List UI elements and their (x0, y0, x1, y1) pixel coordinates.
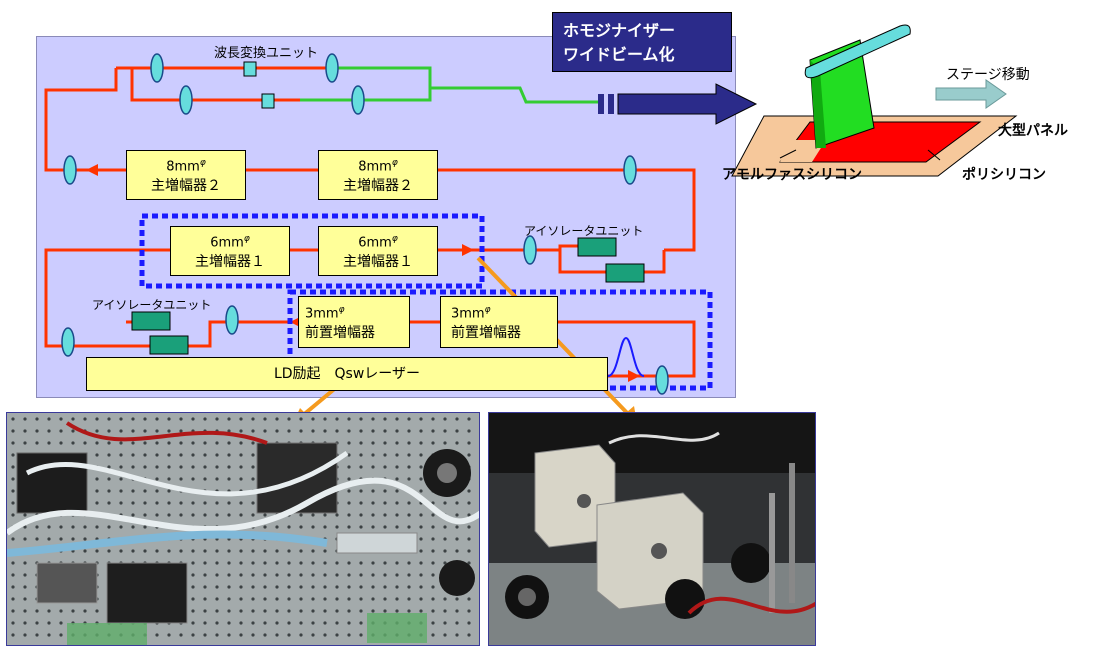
homogenizer-line1: ホモジナイザー (563, 19, 721, 43)
amp-size: 3mm (305, 307, 339, 322)
amp-name: 前置増幅器 (451, 324, 521, 343)
panel-illustration (732, 25, 1016, 176)
homogenizer-banner: ホモジナイザー ワイドビーム化 (552, 12, 732, 72)
lens-icon (352, 86, 364, 114)
isolator-icon (606, 264, 644, 282)
stage-move-label: ステージ移動 (946, 64, 1030, 84)
main-amp2-left: 8mmφ 主増幅器２ (126, 150, 246, 200)
main-amp2-right: 8mmφ 主増幅器２ (318, 150, 438, 200)
amp-diameter-symbol: φ (392, 158, 398, 168)
amp-diameter-symbol: φ (392, 234, 398, 244)
amorphous-silicon-label: アモルファスシリコン (722, 164, 862, 184)
amp-size: 3mm (451, 307, 485, 322)
crystal-icon (244, 62, 256, 76)
green-beam-path (300, 68, 600, 102)
amp-size: 8mm (166, 160, 200, 175)
lens-icon (62, 328, 74, 356)
stage-arrow-icon (936, 80, 1006, 108)
setup-photo-right (488, 412, 816, 646)
isolator-icon (578, 238, 616, 256)
lens-icon (226, 306, 238, 334)
amp-size: 6mm (358, 236, 392, 251)
isolator-icon (150, 336, 188, 354)
setup-photo-left (6, 412, 480, 646)
polysilicon-label: ポリシリコン (962, 164, 1046, 184)
wavelength-unit-label: 波長変換ユニット (214, 42, 318, 61)
amp-diameter-symbol: φ (200, 158, 206, 168)
lens-icon (180, 86, 192, 114)
amp-name: 主増幅器１ (319, 253, 437, 272)
ld-laser-bar: LD励起 Qswレーザー (86, 357, 608, 391)
lens-icon (624, 156, 636, 184)
lens-icon (524, 236, 536, 264)
preamp-left: 3mmφ 前置増幅器 (298, 296, 410, 348)
amp-name: 前置増幅器 (305, 324, 375, 343)
lens-icon (64, 156, 76, 184)
amp-name: 主増幅器２ (127, 177, 245, 196)
pulse-icon (608, 338, 644, 376)
amp-diameter-symbol: φ (339, 305, 345, 315)
amp-name: 主増幅器２ (319, 177, 437, 196)
preamp-right: 3mmφ 前置増幅器 (440, 296, 558, 348)
lens-icon (656, 366, 668, 394)
homogenizer-line2: ワイドビーム化 (563, 43, 721, 67)
output-beam-arrow (598, 84, 756, 124)
amp-name: 主増幅器１ (171, 253, 289, 272)
crystal-icon (262, 94, 274, 108)
amp-diameter-symbol: φ (244, 234, 250, 244)
amp-size: 6mm (210, 236, 244, 251)
amp-diameter-symbol: φ (485, 305, 491, 315)
main-amp1-right: 6mmφ 主増幅器１ (318, 226, 438, 276)
large-panel-label: 大型パネル (998, 120, 1068, 140)
amp-size: 8mm (358, 160, 392, 175)
isolator-unit-left-label: アイソレータユニット (92, 296, 211, 313)
main-amp1-left: 6mmφ 主増幅器１ (170, 226, 290, 276)
isolator-icon (132, 312, 170, 330)
lens-icon (151, 54, 163, 82)
lens-icon (326, 54, 338, 82)
isolator-unit-right-label: アイソレータユニット (524, 222, 643, 239)
